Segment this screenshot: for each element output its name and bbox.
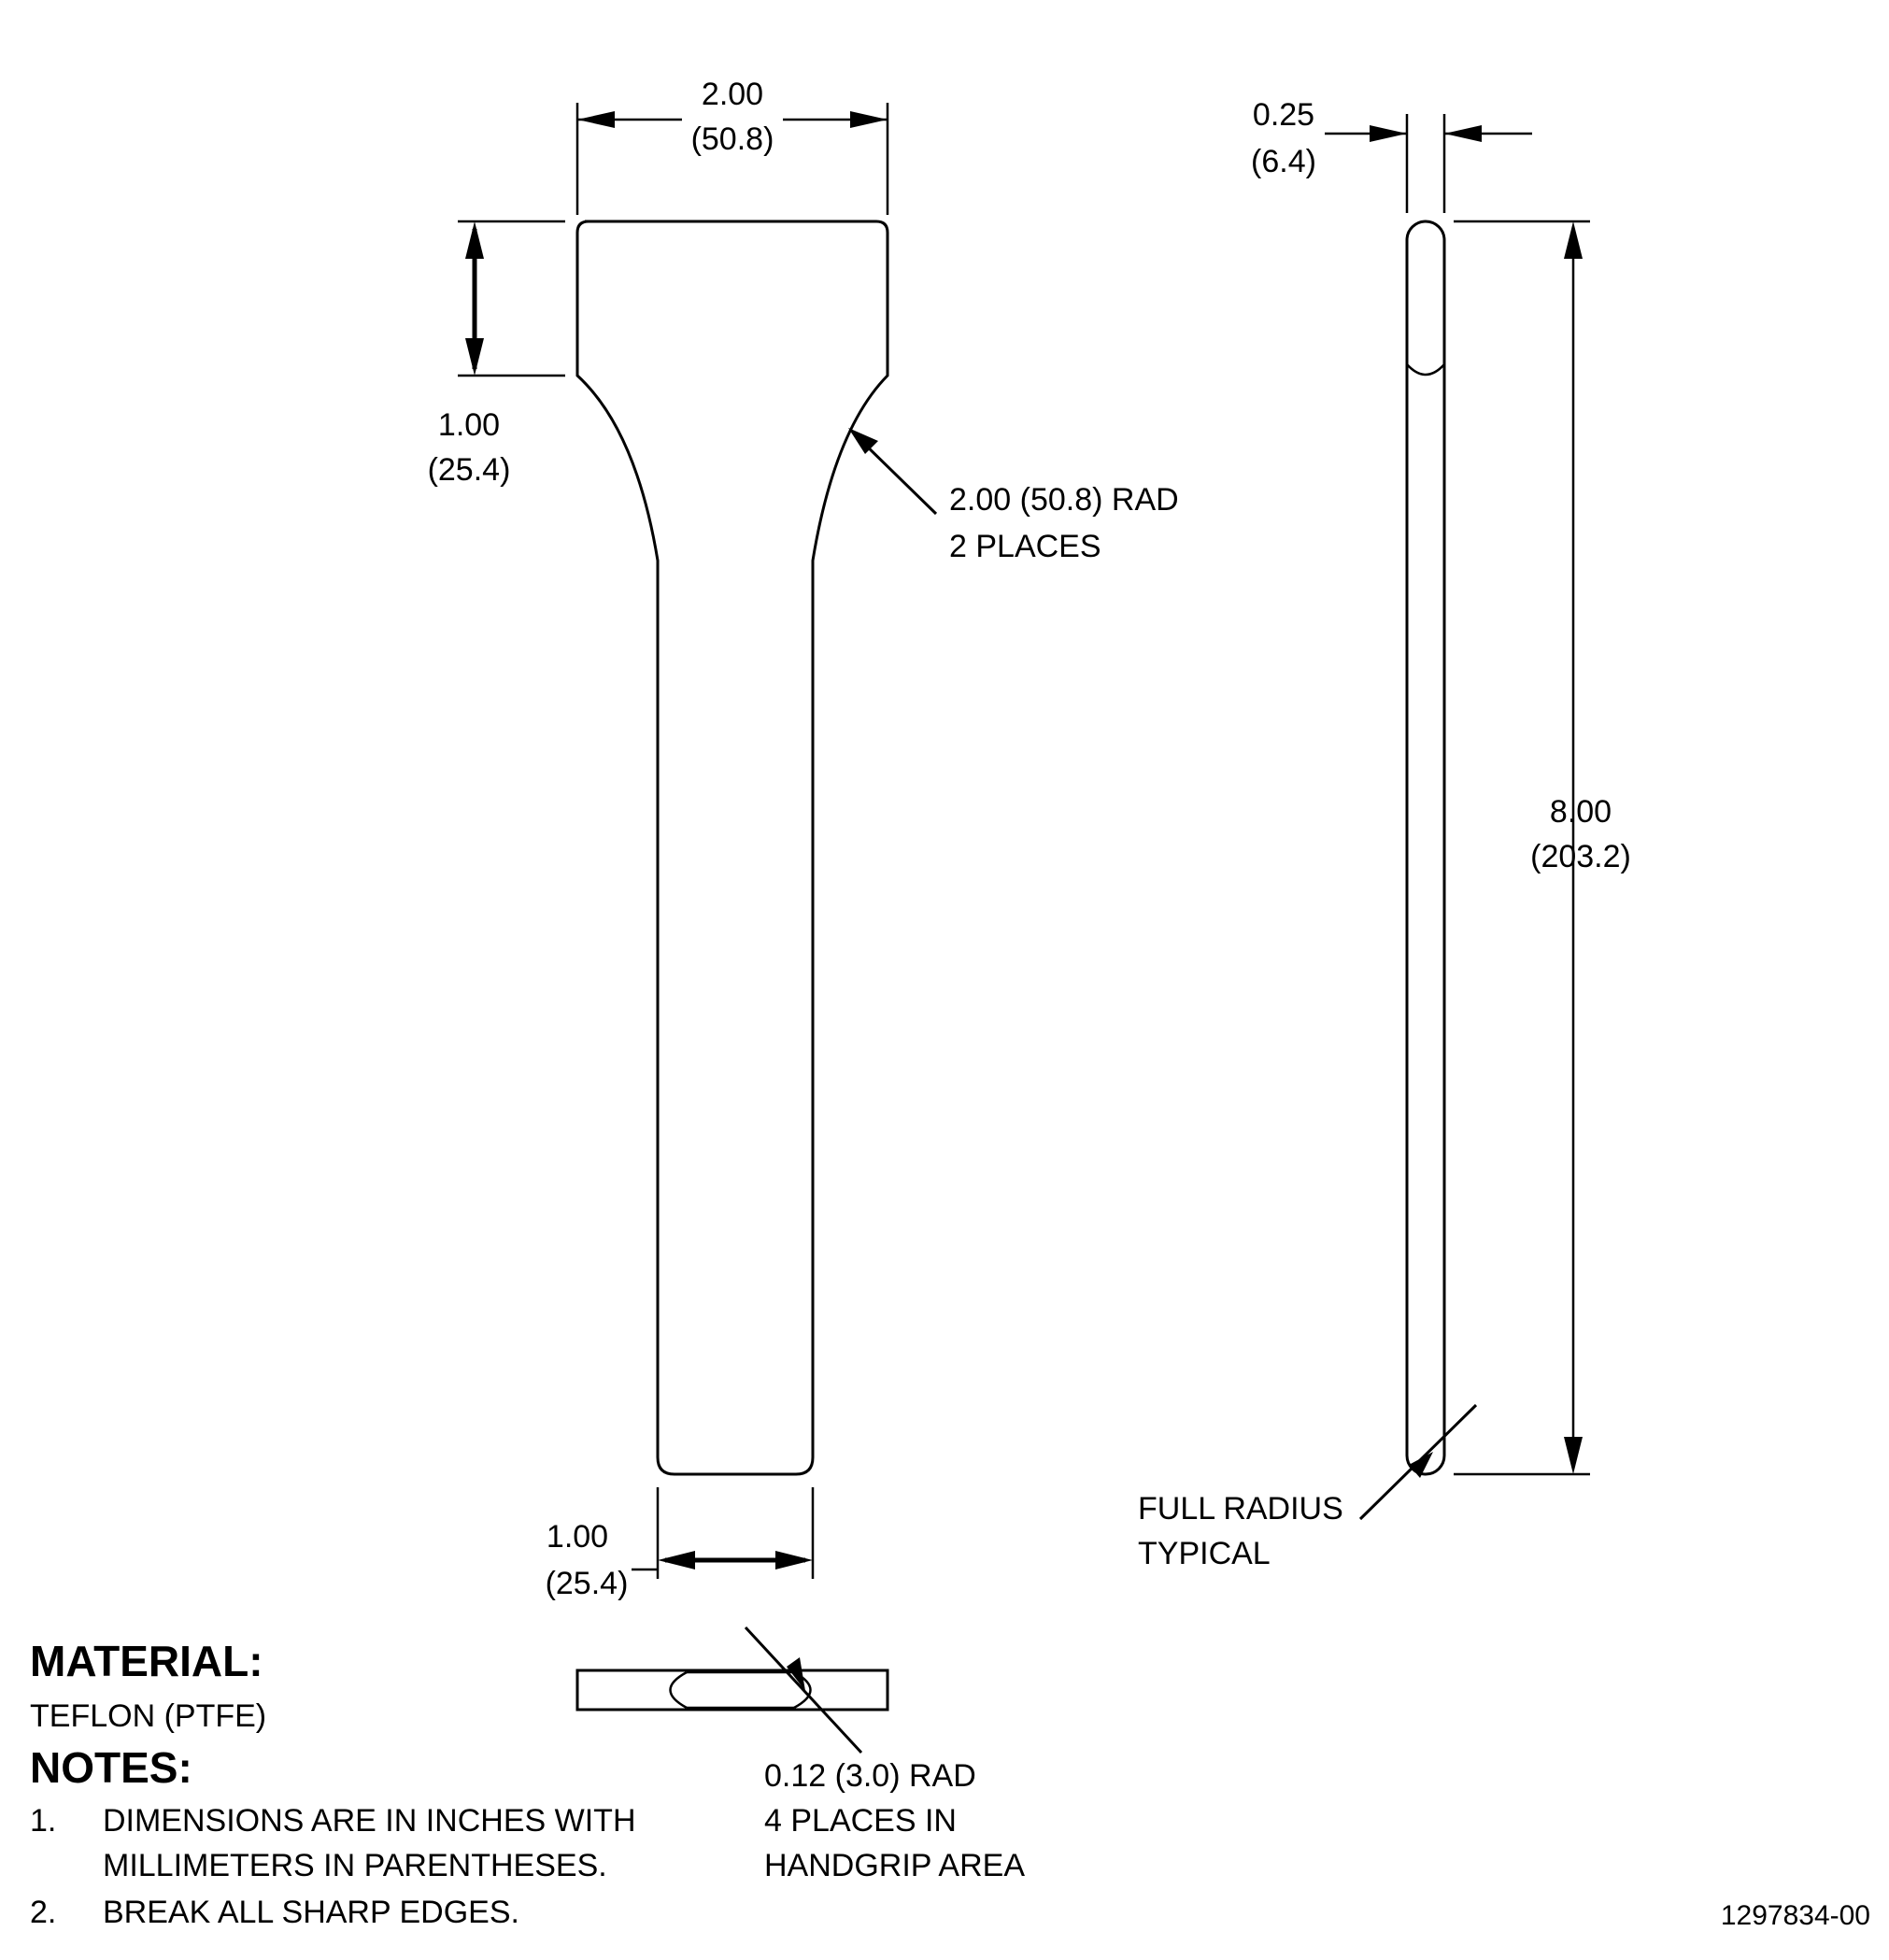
neck-width-dimension: 1.00 (25.4) [546, 1487, 815, 1601]
thickness-in: 0.25 [1253, 97, 1314, 133]
note-1-line2: MILLIMETERS IN PARENTHESES. [103, 1848, 607, 1883]
cross-section-view: 0.12 (3.0) RAD 4 PLACES IN HANDGRIP AREA [575, 1626, 1025, 1883]
grip-length-dimension: 1.00 (25.4) [428, 220, 565, 488]
overall-length-in: 8.00 [1550, 794, 1612, 830]
grip-length-in: 1.00 [438, 407, 500, 443]
radius-callout-line2: 2 PLACES [949, 529, 1101, 564]
note-1-line1: DIMENSIONS ARE IN INCHES WITH [103, 1803, 636, 1839]
material-value: TEFLON (PTFE) [30, 1698, 266, 1734]
side-view: 0.25 (6.4) 8.00 (203.2) FULL RADIUS TYPI… [1138, 97, 1631, 1571]
note-2-line1: BREAK ALL SHARP EDGES. [103, 1895, 519, 1930]
specimen-outline [575, 220, 889, 1476]
neck-width-mm: (25.4) [546, 1566, 629, 1601]
top-width-in: 2.00 [702, 77, 763, 112]
full-radius-line1: FULL RADIUS [1138, 1491, 1343, 1527]
note-1-number: 1. [30, 1803, 56, 1839]
notes-block: NOTES: 1. DIMENSIONS ARE IN INCHES WITH … [30, 1743, 636, 1930]
thickness-mm: (6.4) [1251, 144, 1316, 179]
neck-width-in: 1.00 [547, 1519, 608, 1555]
top-width-mm: (50.8) [691, 121, 774, 157]
material-block: MATERIAL: TEFLON (PTFE) [30, 1637, 266, 1734]
grip-radius-line2: 4 PLACES IN [764, 1803, 957, 1839]
grip-length-mm: (25.4) [428, 452, 511, 488]
grip-radius-line3: HANDGRIP AREA [764, 1848, 1025, 1883]
note-2-number: 2. [30, 1895, 56, 1930]
overall-length-mm: (203.2) [1530, 839, 1631, 874]
radius-callout-line1: 2.00 (50.8) RAD [949, 482, 1179, 518]
notes-heading: NOTES: [30, 1743, 192, 1792]
radius-callout: 2.00 (50.8) RAD 2 PLACES [848, 428, 1179, 564]
material-heading: MATERIAL: [30, 1637, 263, 1685]
drawing-number: 1297834-00 [1721, 1900, 1870, 1931]
full-radius-line2: TYPICAL [1138, 1536, 1271, 1571]
top-width-dimension: 2.00 (50.8) [575, 77, 889, 215]
grip-radius-line1: 0.12 (3.0) RAD [764, 1758, 976, 1794]
